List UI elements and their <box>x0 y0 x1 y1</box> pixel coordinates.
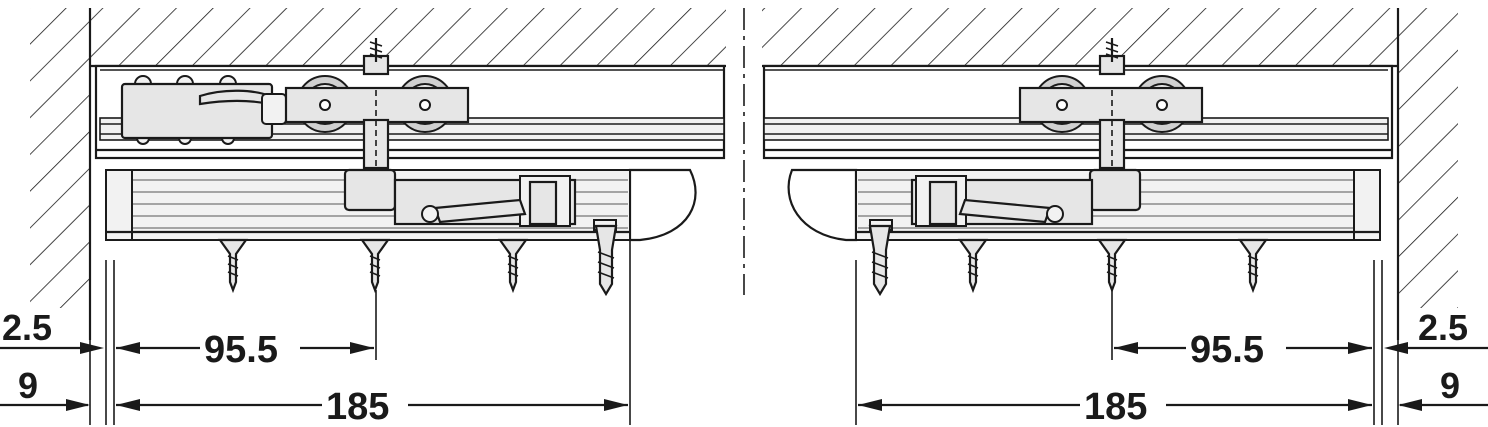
right-screw-distance-label: 95.5 <box>1190 329 1264 371</box>
right-screw-3 <box>1096 238 1128 294</box>
left-offset-label: 9 <box>18 365 38 406</box>
right-dim-offset: 9 <box>1398 365 1488 411</box>
left-carriage <box>284 38 470 170</box>
right-screw-1 <box>868 224 892 297</box>
right-dim-screw-distance: 95.5 <box>1114 324 1372 371</box>
right-carriage <box>1018 38 1204 170</box>
right-gap-label: 2.5 <box>1418 307 1468 348</box>
left-damper <box>120 75 287 145</box>
right-assembly: 2.5 9 95.5 185 <box>762 8 1488 427</box>
left-dim-gap: 2.5 <box>0 307 104 354</box>
left-wall-hatch <box>30 8 92 340</box>
left-screw-distance-label: 95.5 <box>204 329 278 371</box>
right-screws <box>868 224 1269 297</box>
right-extension-lines <box>855 260 1399 425</box>
left-dim-offset: 9 <box>0 365 90 411</box>
left-extension-lines <box>89 240 631 425</box>
left-gap-label: 2.5 <box>2 307 52 348</box>
right-dim-gap: 2.5 <box>1384 307 1488 354</box>
right-ceiling-hatch <box>762 8 1398 68</box>
left-screw-2 <box>359 238 391 294</box>
left-screw-3 <box>497 238 529 294</box>
right-length-label: 185 <box>1084 386 1147 427</box>
right-wall-hatch <box>1396 8 1458 340</box>
left-dim-length: 185 <box>116 382 628 427</box>
right-screw-2 <box>957 238 989 294</box>
right-dim-length: 185 <box>858 382 1372 427</box>
left-screw-4 <box>594 224 618 297</box>
left-dim-screw-distance: 95.5 <box>116 324 374 371</box>
left-door-mechanism <box>343 168 617 231</box>
left-screws <box>217 224 618 297</box>
left-length-label: 185 <box>326 386 389 427</box>
right-door-mechanism <box>869 168 1142 231</box>
left-assembly: 2.5 9 95.5 185 <box>0 8 726 427</box>
right-screw-4 <box>1237 238 1269 294</box>
right-offset-label: 9 <box>1440 365 1460 406</box>
left-screw-1 <box>217 238 249 294</box>
left-ceiling-hatch <box>90 8 726 68</box>
